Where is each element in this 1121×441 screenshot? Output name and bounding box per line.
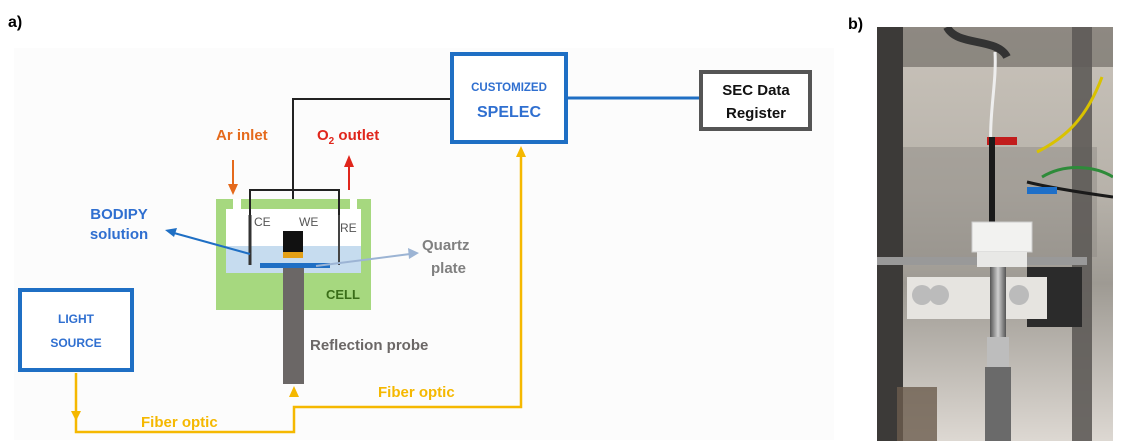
fiber-cable: [985, 367, 1011, 441]
fiber-optic-bottom-label: Fiber optic: [141, 414, 218, 431]
light-source-line1: Light: [58, 312, 95, 326]
re-label: RE: [340, 221, 357, 235]
cell-holder: [971, 221, 1033, 253]
sec-data-register-box: SEC Data Register: [699, 70, 812, 131]
reflection-probe-label: Reflection probe: [310, 337, 428, 354]
quartz-line1: Quartz: [422, 237, 470, 254]
fiber-optic-middle-label: Fiber optic: [378, 384, 455, 401]
light-source-line2: Source: [50, 336, 101, 350]
sec-line1: SEC Data: [722, 82, 790, 99]
stand-pole-left: [877, 27, 903, 441]
panel-b-label: b): [848, 16, 864, 33]
bodipy-arrow: [173, 232, 251, 255]
fiber-optic-lines: [71, 146, 526, 434]
diagram-background: [14, 48, 834, 440]
light-source-box: Light Source: [18, 288, 134, 372]
setup-photo: [877, 27, 1113, 441]
quartz-arrow: [315, 253, 411, 267]
o2-outlet-label: O2 outlet: [317, 127, 379, 147]
we-label: WE: [299, 215, 318, 229]
bodipy-line2: solution: [90, 226, 148, 243]
ce-label: CE: [254, 215, 271, 229]
setup-schematic: Customized SPELEC SEC Data Register Fibe…: [14, 48, 834, 440]
reflection-probe: [283, 268, 304, 384]
panel-a-label: a): [8, 14, 23, 31]
we-tip: [283, 252, 303, 258]
working-electrode-wire: [292, 98, 453, 232]
reflection-probe-rod: [990, 267, 1006, 357]
quartz-line2: plate: [431, 260, 466, 277]
spelec-line2: SPELEC: [477, 104, 541, 121]
quartz-plate: [260, 263, 330, 268]
cell-label: Cell: [326, 287, 360, 302]
sec-line2: Register: [726, 105, 786, 122]
spelec-line1: Customized: [471, 82, 547, 94]
customized-spelec-box: Customized SPELEC: [450, 52, 568, 144]
working-electrode: [283, 231, 303, 252]
ar-inlet-label: Ar inlet: [216, 127, 268, 144]
bodipy-line1: BODIPY: [90, 206, 148, 223]
